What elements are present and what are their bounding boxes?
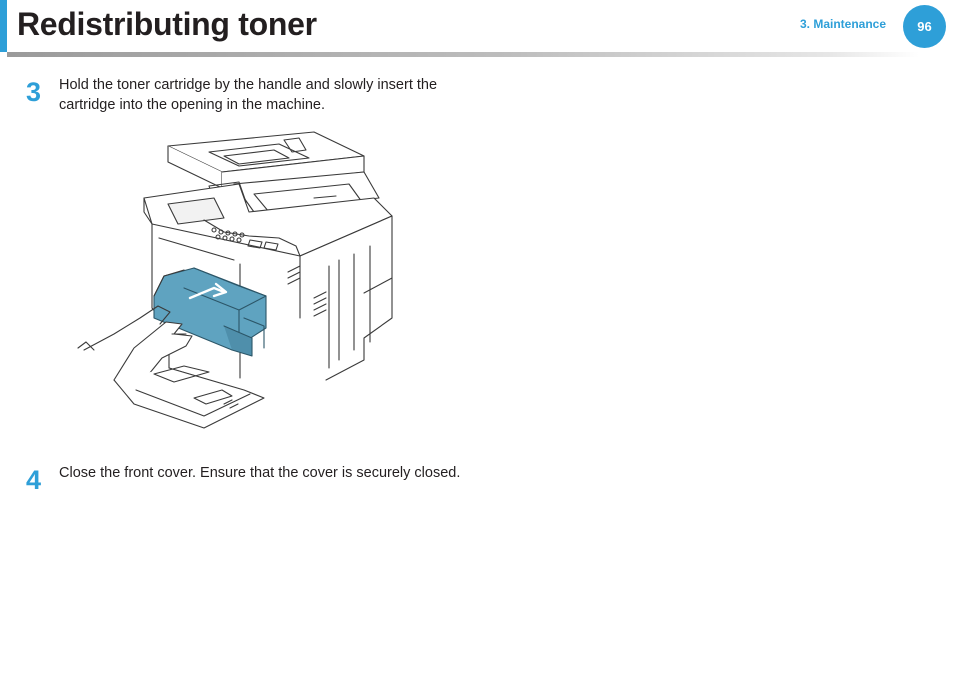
chapter-label[interactable]: 3. Maintenance	[800, 17, 887, 31]
printer-toner-illustration	[77, 131, 393, 429]
page-number-badge: 96	[903, 5, 946, 48]
header-divider	[7, 52, 919, 57]
step-3-number: 3	[26, 77, 42, 107]
step-3-text: Hold the toner cartridge by the handle a…	[59, 75, 437, 115]
header-accent-bar	[0, 0, 7, 52]
step-4-number: 4	[26, 465, 42, 495]
step-4-text: Close the front cover. Ensure that the c…	[59, 465, 461, 481]
step-3-text-line1: Hold the toner cartridge by the handle a…	[59, 77, 438, 93]
step-3-text-line2: cartridge into the opening in the machin…	[59, 97, 326, 113]
page-title: Redistributing toner	[17, 6, 317, 42]
